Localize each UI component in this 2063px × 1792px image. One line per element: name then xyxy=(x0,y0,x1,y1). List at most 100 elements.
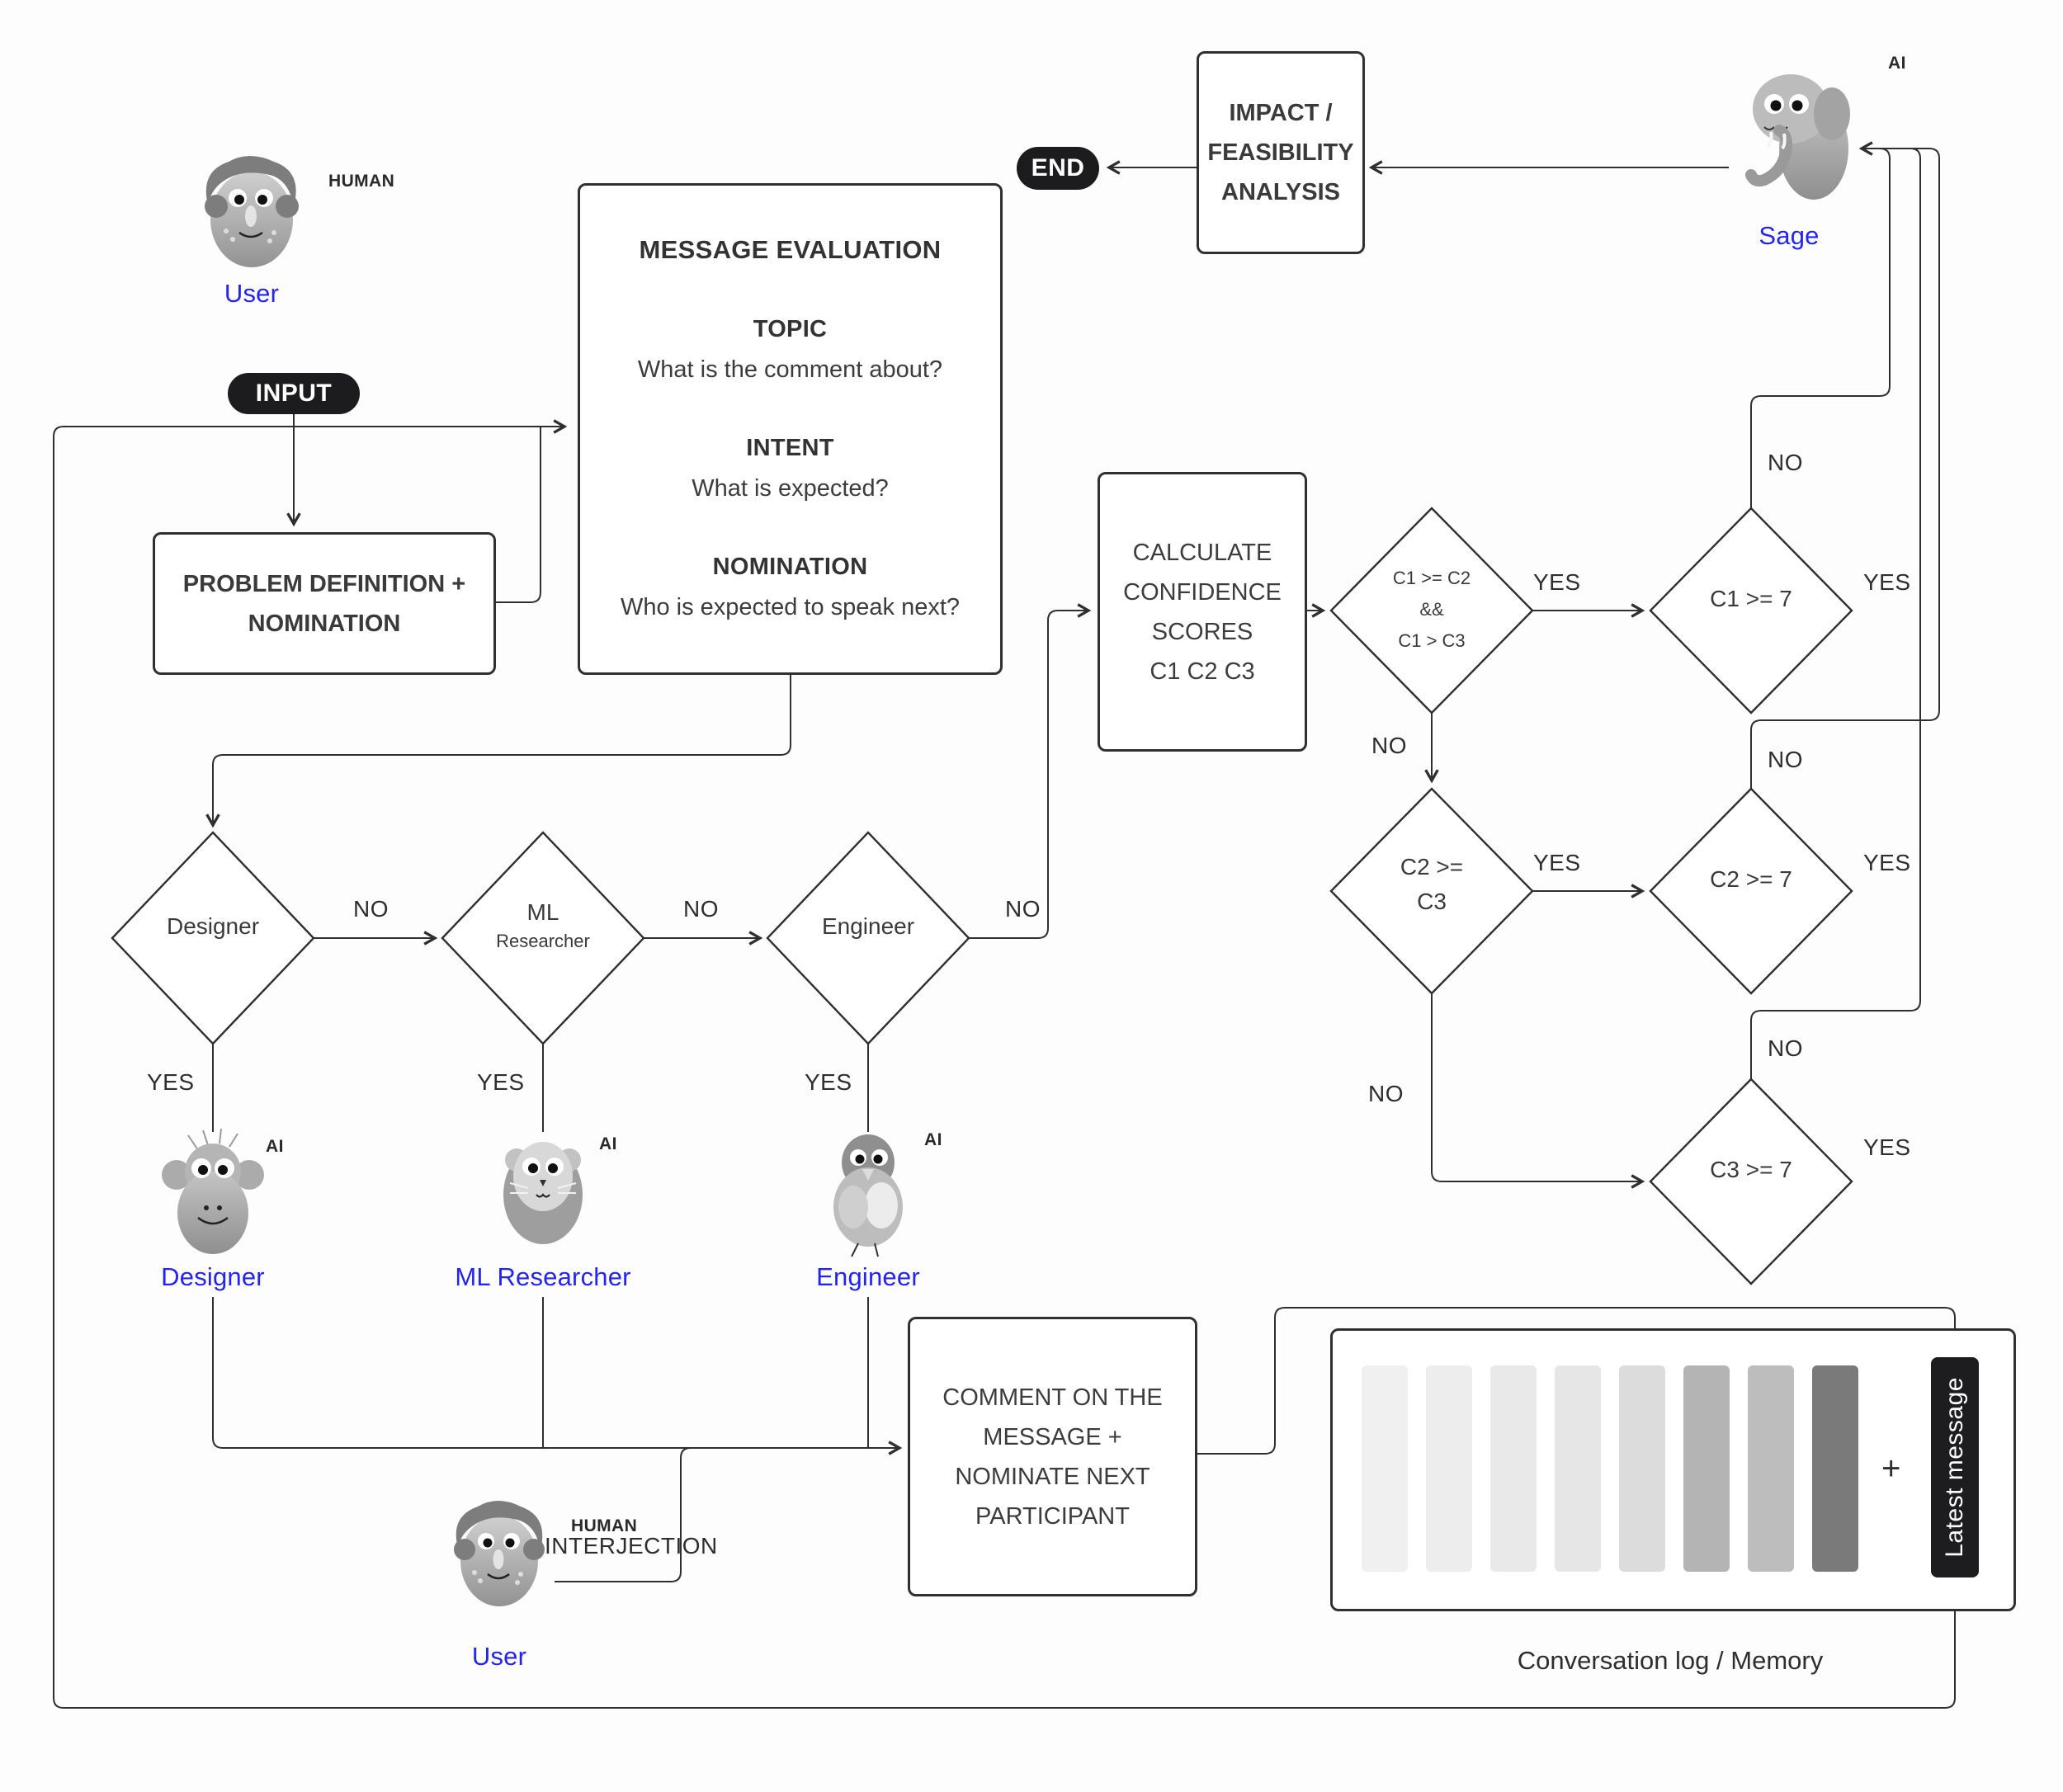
diamond-designer xyxy=(111,831,315,1045)
edge-label-yes-engineer: YES xyxy=(805,1069,852,1095)
diamond-c3 xyxy=(1649,1078,1853,1285)
nomination-heading: NOMINATION xyxy=(712,554,868,580)
edge-label-yes-c1: YES xyxy=(1863,569,1911,595)
comment-line3: NOMINATE NEXT xyxy=(955,1463,1150,1490)
edge-feedback-loop xyxy=(53,419,1956,1709)
log-plus: + xyxy=(1881,1450,1901,1487)
log-bar xyxy=(1812,1365,1858,1572)
comment-line4: PARTICIPANT xyxy=(975,1502,1130,1530)
log-bar xyxy=(1426,1365,1472,1572)
impact-line1: IMPACT / xyxy=(1229,100,1333,126)
edge-comment-to-log xyxy=(1192,1307,1962,1455)
calc-line4: C1 C2 C3 xyxy=(1150,658,1255,685)
edge-label-yes-cond1: YES xyxy=(1533,569,1581,595)
edge-label-no-c1: NO xyxy=(1768,450,1803,475)
sage-avatar xyxy=(1745,74,1850,200)
edge-interjection xyxy=(555,1447,692,1582)
log-bar xyxy=(1490,1365,1537,1572)
ml-researcher-avatar xyxy=(503,1142,583,1244)
edge-label-yes-ml: YES xyxy=(477,1069,525,1095)
user-top-human-tag: HUMAN xyxy=(328,172,395,191)
calc-line2: CONFIDENCE xyxy=(1123,578,1282,606)
engineer-ai-tag: AI xyxy=(924,1130,942,1149)
calc-line1: CALCULATE xyxy=(1132,539,1272,566)
log-bar xyxy=(1619,1365,1665,1572)
edge-c1-no-riser xyxy=(1750,148,1891,510)
diamond-ml-label: ML Researcher xyxy=(496,899,590,951)
input-pill: INPUT xyxy=(228,373,360,414)
comment-nominate-box: COMMENT ON THE MESSAGE + NOMINATE NEXT P… xyxy=(908,1317,1197,1596)
diamond-cond1-label: C1 >= C2 && C1 > C3 xyxy=(1392,568,1471,651)
engineer-name: Engineer xyxy=(816,1262,920,1291)
edge-label-yes-designer: YES xyxy=(147,1069,195,1095)
edge-messageeval-to-designer xyxy=(205,675,791,828)
designer-ai-tag: AI xyxy=(266,1137,284,1156)
problem-definition-box: PROBLEM DEFINITION + NOMINATION xyxy=(153,532,496,675)
user-top-name: User xyxy=(224,279,280,308)
message-evaluation-box: MESSAGE EVALUATION TOPIC What is the com… xyxy=(578,183,1003,675)
ml-name: ML Researcher xyxy=(455,1262,631,1291)
log-bars xyxy=(1362,1365,1858,1572)
log-bar xyxy=(1362,1365,1408,1572)
diamond-c2c3 xyxy=(1329,787,1534,995)
edge-label-no-engineer: NO xyxy=(1005,896,1041,922)
log-bar xyxy=(1683,1365,1730,1572)
log-caption: Conversation log / Memory xyxy=(1517,1646,1824,1675)
edge-c3-no-riser xyxy=(1750,148,1921,1081)
edge-label-no-ml: NO xyxy=(683,896,719,922)
user-top-avatar xyxy=(205,156,299,267)
edge-label-yes-c2: YES xyxy=(1863,850,1911,875)
nomination-question: Who is expected to speak next? xyxy=(620,594,961,620)
latest-message-label: Latest message xyxy=(1941,1377,1968,1558)
designer-name: Designer xyxy=(161,1262,265,1291)
edge-problemdef-to-messageeval xyxy=(491,427,541,603)
problem-definition-line2: NOMINATION xyxy=(248,610,401,637)
problem-definition-line1: PROBLEM DEFINITION + xyxy=(182,570,466,597)
engineer-avatar xyxy=(833,1134,903,1257)
latest-message-bar: Latest message xyxy=(1931,1357,1979,1577)
intent-question: What is expected? xyxy=(692,475,889,502)
edge-c2c3-no xyxy=(1431,993,1645,1189)
topic-question: What is the comment about? xyxy=(637,356,943,383)
diamond-cond1 xyxy=(1329,507,1534,714)
edge-label-no-cond1: NO xyxy=(1371,733,1407,758)
log-bar xyxy=(1748,1365,1794,1572)
edge-agents-to-comment xyxy=(212,1297,903,1455)
sage-name: Sage xyxy=(1759,221,1820,250)
input-label: INPUT xyxy=(255,380,333,407)
diamond-designer-label: Designer xyxy=(166,913,260,939)
edge-label-yes-c2c3: YES xyxy=(1533,850,1581,875)
ml-ai-tag: AI xyxy=(599,1134,617,1153)
diamond-ml-researcher xyxy=(441,831,645,1045)
edge-label-no-c2: NO xyxy=(1768,747,1803,772)
diamond-engineer xyxy=(766,831,970,1045)
edge-engineer-no xyxy=(969,603,1092,939)
intent-heading: INTENT xyxy=(746,435,834,461)
diamond-engineer-label: Engineer xyxy=(821,913,915,939)
topic-heading: TOPIC xyxy=(753,316,828,342)
sage-ai-tag: AI xyxy=(1888,54,1906,73)
end-pill: END xyxy=(1017,147,1099,190)
designer-avatar xyxy=(162,1128,264,1254)
end-label: END xyxy=(1031,154,1085,182)
edge-label-yes-c3: YES xyxy=(1863,1134,1911,1160)
impact-line2: FEASIBILITY xyxy=(1207,139,1354,166)
calc-line3: SCORES xyxy=(1151,618,1253,645)
edge-c2-no-riser xyxy=(1750,148,1940,790)
edge-label-no-designer: NO xyxy=(353,896,389,922)
comment-line2: MESSAGE + xyxy=(983,1423,1122,1450)
log-bar xyxy=(1555,1365,1601,1572)
message-evaluation-title: MESSAGE EVALUATION xyxy=(639,235,942,264)
diamond-c3-label: C3 >= 7 xyxy=(1710,1157,1792,1182)
user-bottom-human-tag: HUMAN xyxy=(571,1516,638,1535)
edge-label-no-c3: NO xyxy=(1768,1035,1803,1061)
edge-label-interjection: INTERJECTION xyxy=(545,1533,718,1559)
impact-feasibility-box: IMPACT / FEASIBILITY ANALYSIS xyxy=(1197,51,1365,254)
diamond-c2 xyxy=(1649,787,1853,995)
diamond-c2-label: C2 >= 7 xyxy=(1710,866,1792,892)
edge-label-no-c2c3: NO xyxy=(1368,1081,1404,1106)
diamond-c1 xyxy=(1649,507,1853,714)
diamond-c2c3-label: C2 >= C3 xyxy=(1400,854,1464,914)
